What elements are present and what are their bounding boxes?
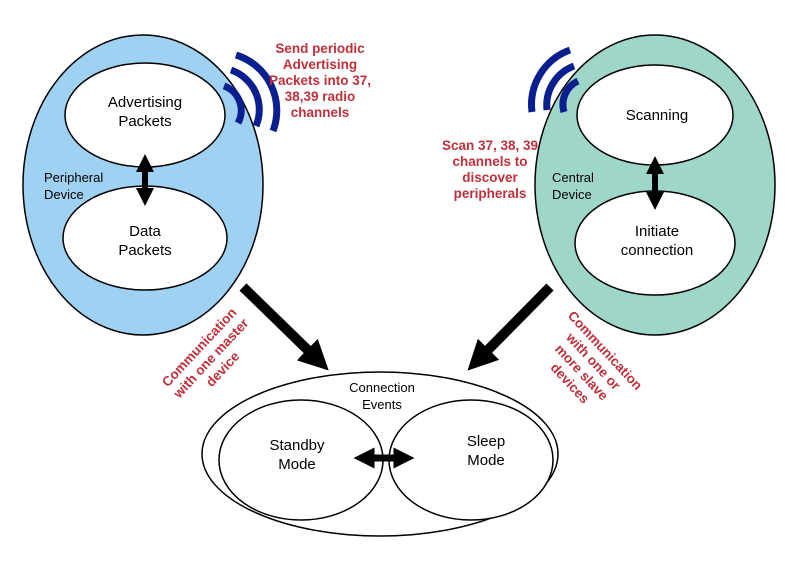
peripheral-signal-icon xyxy=(222,51,281,133)
text-line: Data xyxy=(129,223,161,240)
text-line: Device xyxy=(44,187,84,202)
text-line: Packets xyxy=(118,113,171,130)
text-line: Mode xyxy=(278,456,316,473)
text-line: Central xyxy=(552,170,594,185)
text-line: Initiate xyxy=(635,223,679,240)
text-line: Advertising xyxy=(108,94,182,111)
text-line: Peripheral xyxy=(44,170,103,185)
text-line: discover xyxy=(462,170,518,185)
text-line: Device xyxy=(552,187,592,202)
text-line: connection xyxy=(621,242,694,259)
central-signal-icon xyxy=(528,46,580,113)
text-line: Scan 37, 38, 39 xyxy=(442,138,538,153)
text-line: Events xyxy=(362,397,402,412)
text-line: Sleep xyxy=(467,433,505,450)
initiate-connection-label: Initiate connection xyxy=(621,223,694,259)
text-line: Packets into 37, xyxy=(269,73,371,88)
scanning-label: Scanning xyxy=(626,107,689,124)
text-line: Mode xyxy=(467,452,505,469)
text-line: Packets xyxy=(118,242,171,259)
text-line: Send periodic xyxy=(275,41,365,56)
text-line: channels xyxy=(291,105,350,120)
text-line: Standby xyxy=(269,437,325,454)
text-line: channels to xyxy=(452,154,527,169)
text-line: Advertising xyxy=(283,57,357,72)
text-line: Scanning xyxy=(626,107,689,124)
left-communication-arrow xyxy=(239,283,329,371)
text-line: Connection xyxy=(349,380,415,395)
right-communication-arrow xyxy=(467,283,554,371)
text-line: 38,39 radio xyxy=(285,89,356,104)
text-line: peripherals xyxy=(454,186,527,201)
